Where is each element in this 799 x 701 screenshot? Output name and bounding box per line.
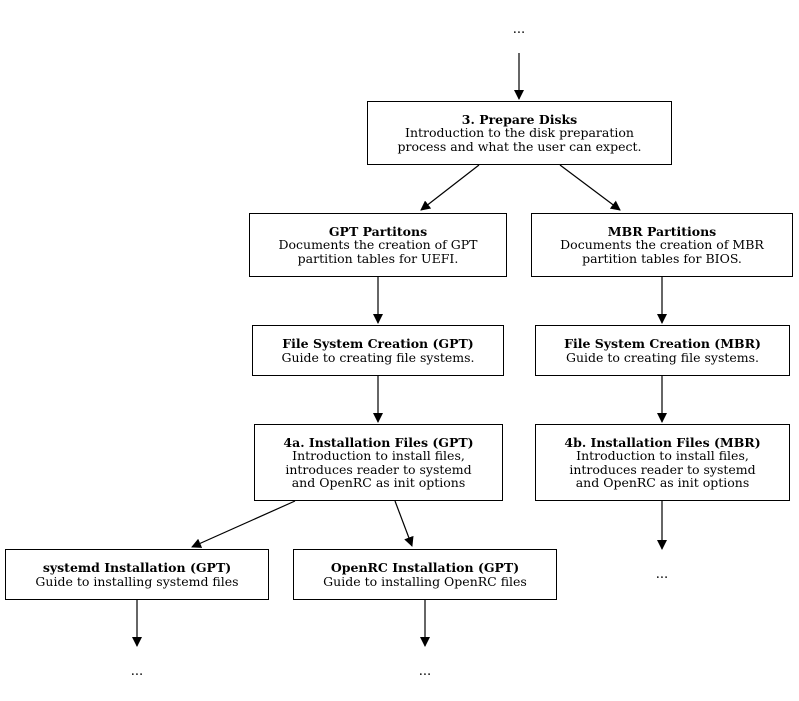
node-title: MBR Partitions <box>607 223 717 239</box>
edge-prepare-to-mbr <box>559 164 621 211</box>
node-title: systemd Installation (GPT) <box>42 560 232 575</box>
node-title: 4a. Installation Files (GPT) <box>283 434 474 450</box>
edge-install-gpt-to-systemd <box>191 500 296 548</box>
node-description: Introduction to install files, introduce… <box>285 448 472 490</box>
node-title: 4b. Installation Files (MBR) <box>564 434 761 450</box>
node-systemd-installation-gpt: systemd Installation (GPT) Guide to inst… <box>5 549 269 600</box>
node-description: Guide to creating file systems. <box>281 349 475 365</box>
node-title: GPT Partitons <box>328 223 428 239</box>
edge-prepare-to-gpt <box>420 164 480 211</box>
node-gpt-partitions: GPT Partitons Documents the creation of … <box>249 213 507 277</box>
node-fs-creation-gpt: File System Creation (GPT) Guide to crea… <box>252 325 504 376</box>
node-installation-files-gpt: 4a. Installation Files (GPT) Introductio… <box>254 424 503 501</box>
node-title: OpenRC Installation (GPT) <box>330 560 520 575</box>
node-title: 3. Prepare Disks <box>461 111 578 127</box>
node-openrc-installation-gpt: OpenRC Installation (GPT) Guide to insta… <box>293 549 557 600</box>
ellipsis-systemd-bottom: ... <box>130 664 144 679</box>
ellipsis-top: ... <box>512 22 526 37</box>
node-description: Guide to installing OpenRC files <box>323 573 527 589</box>
node-prepare-disks: 3. Prepare Disks Introduction to the dis… <box>367 101 672 165</box>
node-description: Guide to installing systemd files <box>35 573 239 589</box>
node-mbr-partitions: MBR Partitions Documents the creation of… <box>531 213 793 277</box>
node-fs-creation-mbr: File System Creation (MBR) Guide to crea… <box>535 325 790 376</box>
node-description: Introduction to install files, introduce… <box>569 448 756 490</box>
node-title: File System Creation (GPT) <box>282 336 474 351</box>
edge-install-gpt-to-openrc <box>394 500 414 547</box>
node-description: Documents the creation of MBR partition … <box>560 237 764 266</box>
ellipsis-mbr-bottom: ... <box>655 567 669 582</box>
node-description: Introduction to the disk preparation pro… <box>397 125 642 154</box>
ellipsis-openrc-bottom: ... <box>418 664 432 679</box>
node-description: Guide to creating file systems. <box>565 349 760 365</box>
node-installation-files-mbr: 4b. Installation Files (MBR) Introductio… <box>535 424 790 501</box>
node-description: Documents the creation of GPT partition … <box>278 237 478 266</box>
node-title: File System Creation (MBR) <box>564 336 761 351</box>
